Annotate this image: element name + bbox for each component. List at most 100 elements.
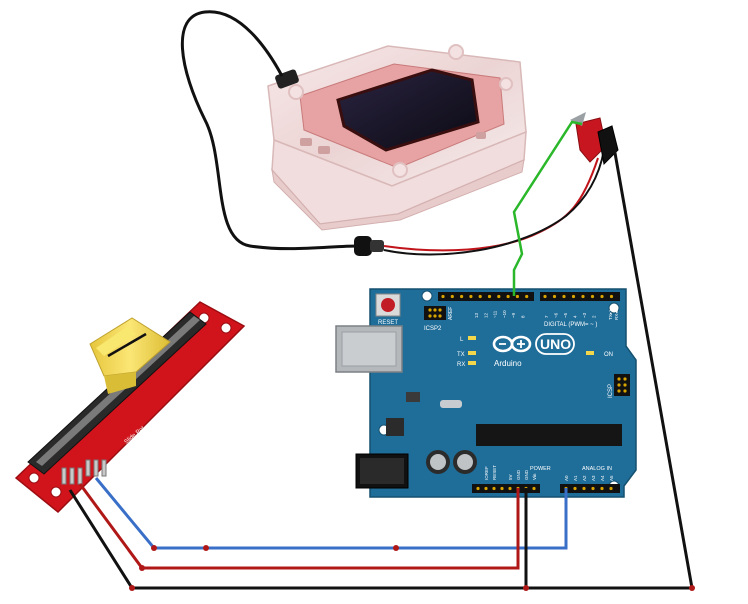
5v-pin-label: 5V [508,474,513,480]
oscilloscope [267,44,527,231]
digital-pin-hole [543,294,547,299]
digital-pin-label: 8 [521,315,526,318]
digital-pin-hole [460,294,464,299]
crystal [440,400,462,408]
led-tx-label: TX [457,352,465,358]
digital-pin-label: 13 [474,312,479,318]
analog-pin-label: A4 [600,475,605,481]
ioref-label: IOREF [484,466,489,480]
led-rx-label: RX [457,362,465,368]
digital-pin-hole [497,294,501,299]
regulator [406,392,420,402]
digital-pin-hole [506,294,510,299]
oscilloscope-screen [336,68,480,152]
wire-power-5v [78,483,520,570]
digital-header-right [540,292,620,301]
power-header [472,484,540,493]
digital-label: DIGITAL (PWM= ~ ) [544,322,597,328]
power-label: POWER [530,466,551,472]
analog-pin-label: A0 [564,475,569,481]
digital-pin-hole [441,294,445,299]
status-leds [468,336,594,365]
digital-pin-hole [571,294,576,299]
slide-pot-knob-icon [89,317,171,394]
capacitor-left-icon [426,450,450,474]
tx-pin-label: TX▸1 [608,309,613,320]
analog-pin-label: A5 [609,475,614,481]
usb-port-icon [335,325,403,373]
brand-label: Arduino [494,359,522,368]
digital-pin-hole [487,294,492,299]
digital-pin-hole [562,294,566,299]
oscilloscope-power-cable [180,10,359,251]
digital-pin-hole [609,294,614,299]
digital-pin-label: ~3 [582,312,587,318]
digital-pin-holes [441,294,614,299]
digital-pin-hole [525,294,529,299]
icsp-header-icon [614,374,630,396]
reset-pin-label: RESET [492,465,497,480]
digital-pin-label: ~9 [511,312,516,318]
analog-header [560,484,620,493]
analog-pin-labels: A0 A1 A2 A3 A4 A5 [564,475,614,481]
analog-pin-label: A3 [591,475,596,481]
digital-pin-label: ~11 [493,310,498,318]
atmega-chip [476,424,622,446]
digital-pin-hole [515,294,520,299]
digital-pin-hole [469,294,473,299]
vin-pin-label: Vin [532,473,537,480]
digital-pin-hole [552,294,557,299]
small-chip [386,418,404,436]
slide-pot-pins [61,459,107,485]
digital-pin-hole [600,294,604,299]
analog-label: ANALOG IN [582,466,612,472]
wire-probe-d10 [512,120,583,296]
capacitor-right-icon [453,450,477,474]
digital-pin-label: 7 [544,315,549,318]
digital-pin-label: 4 [573,315,578,318]
digital-pin-label: 2 [592,315,597,318]
digital-pin-label: ~10 [502,310,507,318]
aref-label: AREF [448,307,454,320]
digital-pin-hole [581,294,585,299]
digital-pin-label: ~6 [554,312,559,318]
black-probe-clip-icon [597,125,619,166]
reset-button-icon [375,293,401,317]
wire-signal-a0 [94,477,568,550]
dc-power-jack-icon [355,453,409,489]
analog-pin-label: A1 [573,475,578,481]
led-on-label: ON [604,352,613,358]
uno-badge [535,333,575,355]
model-label: UNO [540,336,571,352]
digital-header-left [438,292,534,301]
icsp2-header-icon [424,306,446,320]
slide-potentiometer: Slide Pot [14,301,246,514]
icsp-label: ICSP [608,384,614,398]
led-l-label: L [460,337,464,343]
reset-label: RESET [378,320,398,326]
gnd-pin-label: GND [516,469,521,480]
arduino-infinity-logo-icon [492,335,532,353]
gnd2-pin-label: GND [524,469,529,480]
rx-pin-label: RX◂0 [614,308,619,320]
digital-pin-hole [590,294,595,299]
digital-pin-hole [478,294,482,299]
wire-ground [68,135,694,590]
wire-junctions [129,545,695,591]
red-probe-clip-icon [570,112,607,163]
oscilloscope-corner-posts [288,44,513,178]
analog-pin-label: A2 [582,475,587,481]
barrel-plug-icon [354,236,384,256]
digital-pin-labels: 13 12 ~11 ~10 ~9 8 7 ~6 ~5 4 ~3 2 [474,310,597,318]
digital-pin-label: ~5 [563,312,568,318]
oscilloscope-case-base [271,159,525,231]
wires [68,120,694,590]
probe-cable-black [383,149,605,256]
digital-pin-label: 12 [483,312,488,318]
oscilloscope-buttons [300,132,486,154]
icsp2-label: ICSP2 [424,326,442,332]
digital-pin-hole [450,294,454,299]
